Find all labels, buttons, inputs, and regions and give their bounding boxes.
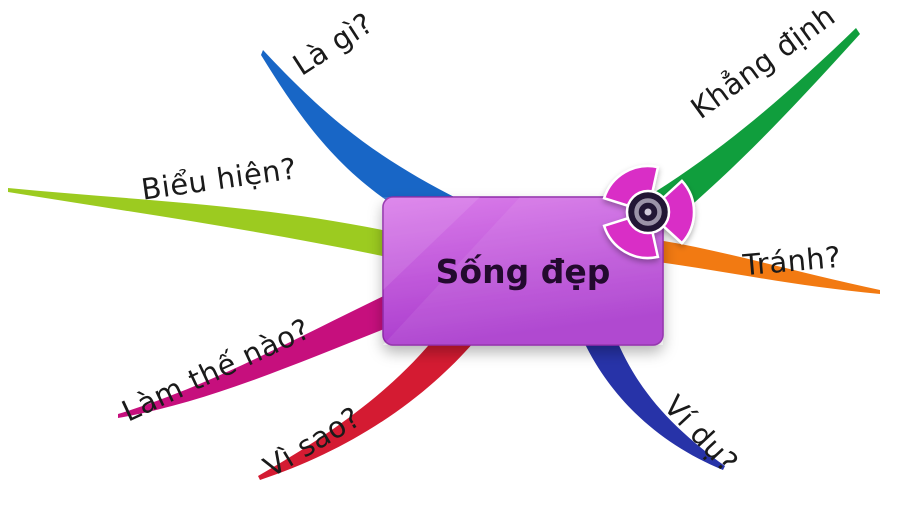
- branch-khang-dinh[interactable]: [655, 28, 860, 222]
- pinwheel-icon[interactable]: [602, 164, 696, 260]
- branch-vi-du[interactable]: [584, 328, 725, 470]
- branch-la-gi[interactable]: [261, 50, 460, 232]
- pinwheel-ring: [634, 198, 662, 226]
- center-topic-node[interactable]: [382, 196, 664, 346]
- branch-tranh[interactable]: [658, 240, 880, 294]
- branch-bieu-hien[interactable]: [8, 188, 392, 258]
- node-corner-highlight: [383, 197, 480, 290]
- branch-lam-the-nao[interactable]: [118, 292, 402, 418]
- node-facet-highlight: [383, 197, 663, 345]
- pinwheel-center-dot: [644, 208, 652, 216]
- branch-vi-sao[interactable]: [258, 326, 474, 480]
